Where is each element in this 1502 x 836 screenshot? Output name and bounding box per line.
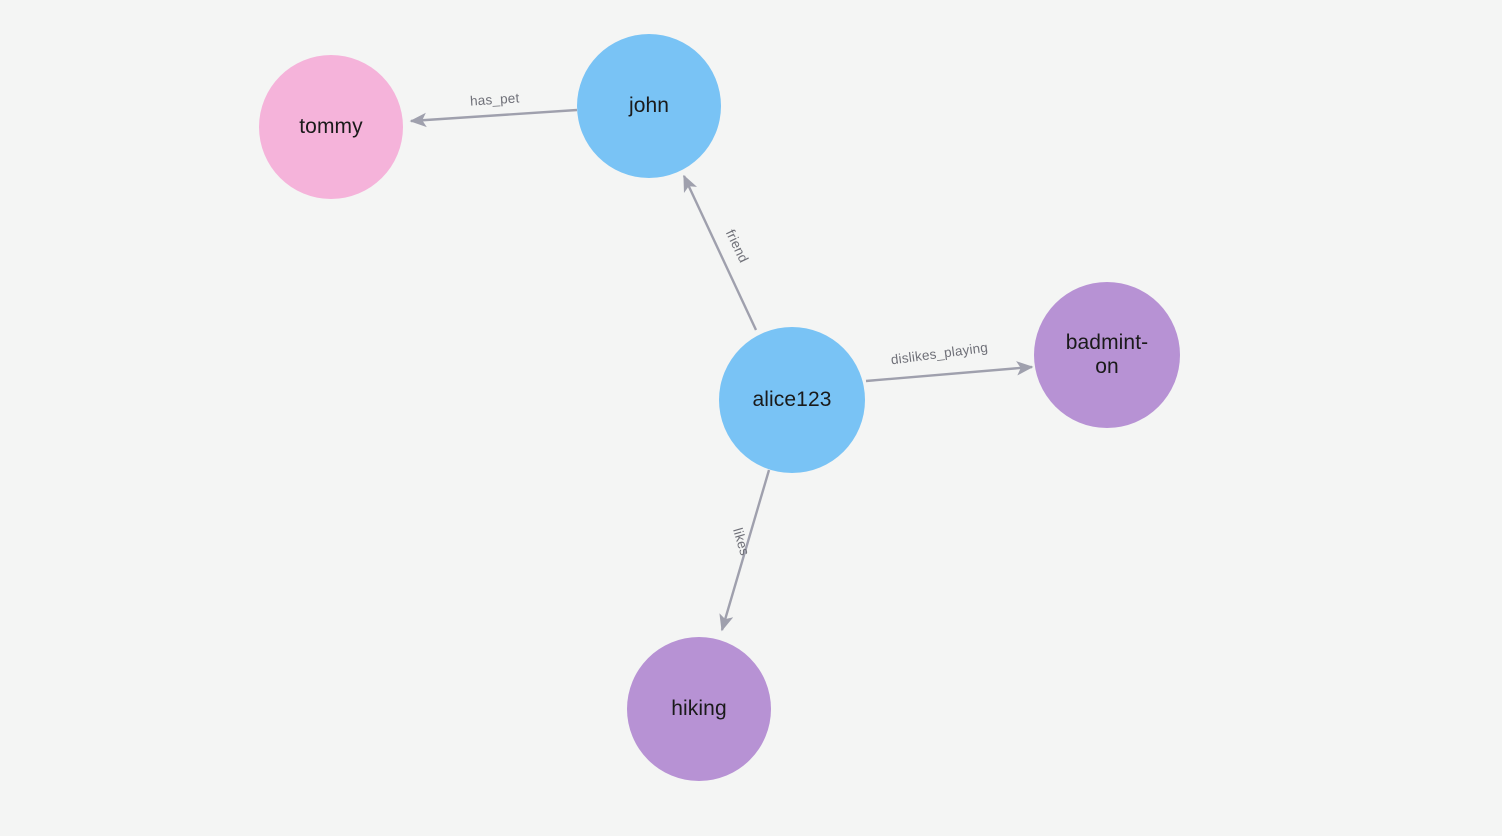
graph-edge-label: friend <box>723 227 752 265</box>
graph-edge[interactable] <box>719 469 771 632</box>
graph-edge[interactable] <box>409 108 578 128</box>
graph-node-label: john <box>628 94 670 118</box>
graph-edge[interactable] <box>682 174 758 331</box>
graph-edge[interactable] <box>865 361 1034 383</box>
graph-edge-label: has_pet <box>470 90 520 108</box>
graph-node-tommy[interactable]: tommy <box>259 55 403 199</box>
graph-edge-label: likes <box>730 526 752 557</box>
graph-node-label: alice123 <box>752 388 832 412</box>
graph-node-badminton[interactable]: badmint- on <box>1034 282 1180 428</box>
graph-node-label: hiking <box>671 697 727 721</box>
graph-node-label: tommy <box>299 115 363 139</box>
graph-node-john[interactable]: john <box>577 34 721 178</box>
graph-node-alice123[interactable]: alice123 <box>719 327 865 473</box>
graph-node-label: badmint- on <box>1065 331 1149 378</box>
graph-node-hiking[interactable]: hiking <box>627 637 771 781</box>
graph-edge-label: dislikes_playing <box>890 340 989 368</box>
